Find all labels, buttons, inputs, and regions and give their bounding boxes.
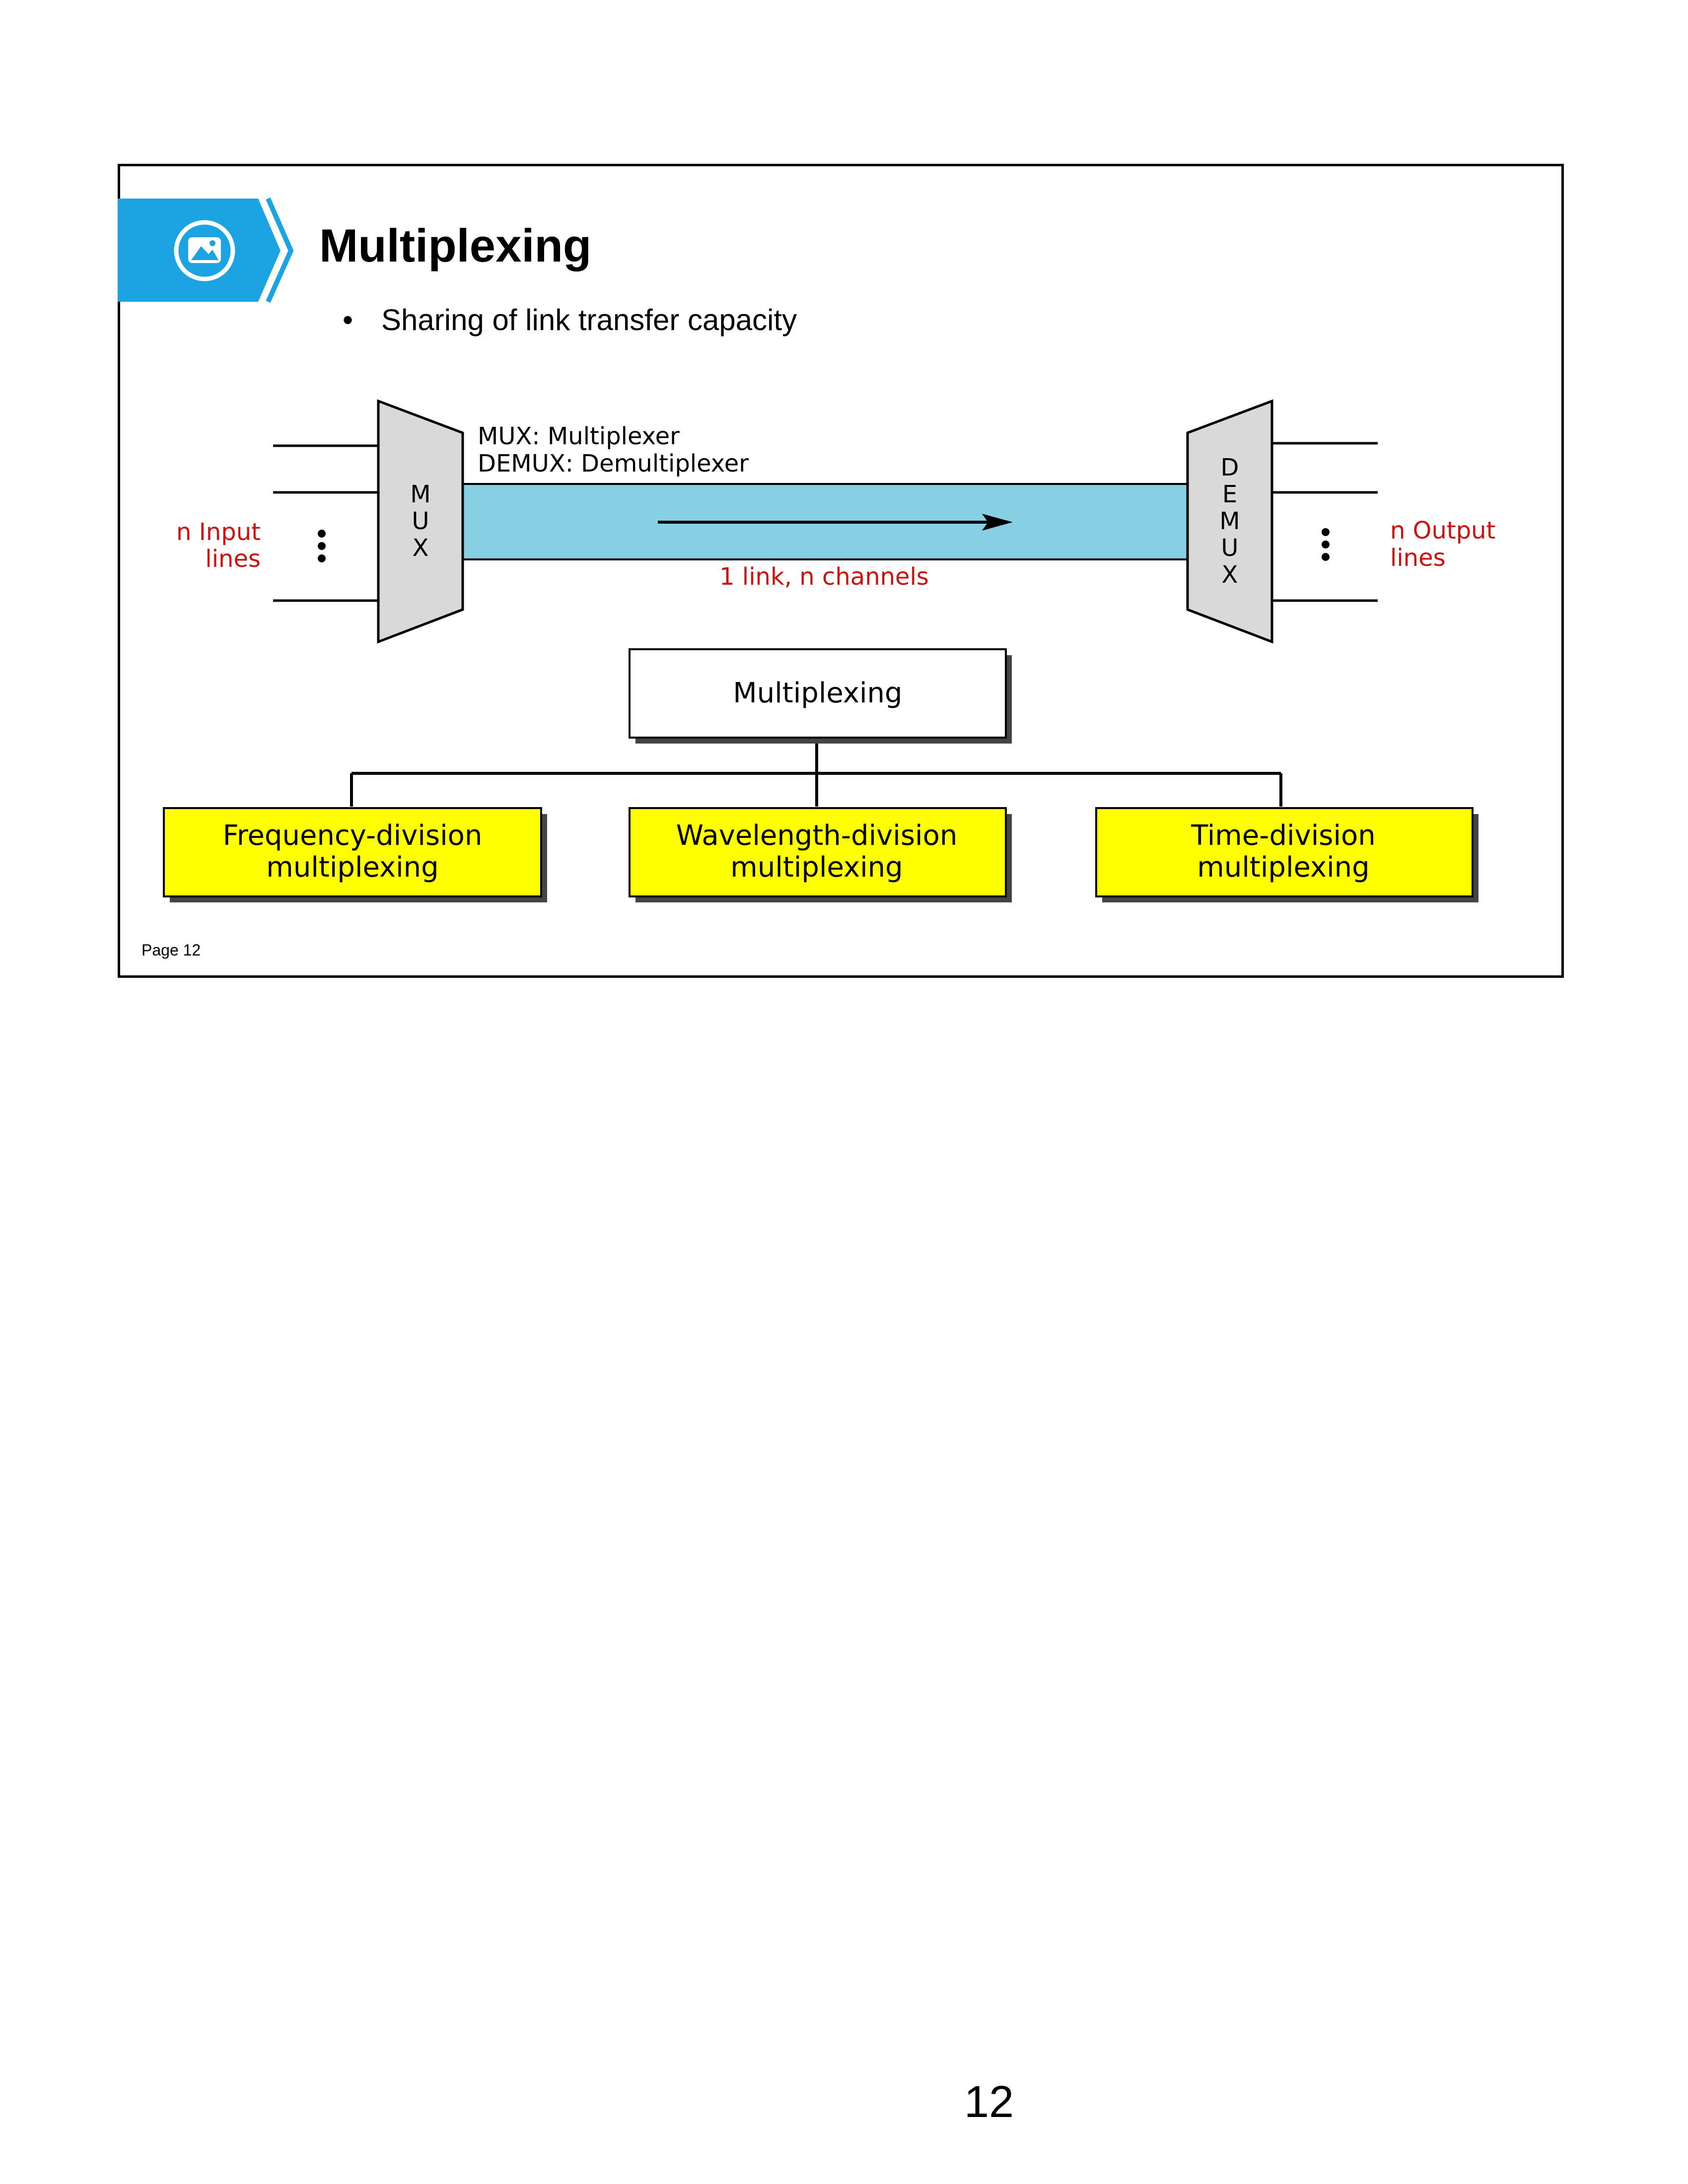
demux-letter: M [1219,507,1240,535]
demux-letters: DEMUX [1219,454,1240,589]
badge-outline-chevron [266,197,294,303]
bullet-dot: • [343,303,353,337]
mux-letter: M [410,480,430,508]
leaf-node-frequency: Frequency-division multiplexing [163,807,547,902]
mux-block [377,399,464,644]
slide-title: Multiplexing [319,219,592,272]
legend-mux: MUX: Multiplexer [478,422,680,450]
output-ellipsis [1322,528,1330,561]
bullet-item: • Sharing of link transfer capacity [343,305,797,335]
mux-letter: U [412,507,429,535]
image-icon [174,220,235,281]
root-node: Multiplexing [629,648,1012,744]
demux-block [1186,399,1273,644]
leaf-label-line2: multiplexing [1197,851,1369,884]
demux-letter: U [1221,534,1238,562]
input-label-line2: lines [205,545,261,573]
leaf-node-time: Time-division multiplexing [1095,807,1478,902]
document-page-number: 12 [964,2077,1014,2127]
demux-letter: E [1222,480,1237,508]
demux-letter: X [1222,561,1238,589]
demux-letter: D [1221,454,1239,481]
mux-letters: MUX [410,480,430,562]
leaf-label-line1: Frequency-division [223,819,483,852]
leaf-label-line1: Time-division [1191,819,1376,852]
link-label: 1 link, n channels [719,563,929,591]
legend-demux: DEMUX: Demultiplexer [478,450,749,478]
output-label-line1: n Output [1390,517,1495,545]
bullet-text: Sharing of link transfer capacity [381,303,797,337]
leaf-node-wavelength: Wavelength-division multiplexing [629,807,1012,902]
input-lines [273,444,378,602]
leaf-label-line2: multiplexing [266,851,438,884]
tree-connectors [350,739,1282,807]
leaf-label-line1: Wavelength-division [676,819,958,852]
mux-letter: X [413,534,429,562]
output-lines [1272,442,1378,602]
input-label-line1: n Input [176,518,261,546]
link-arrowhead [982,514,1013,531]
slide-page-label: Page 12 [141,941,201,959]
root-node-label: Multiplexing [733,677,902,709]
output-label-line2: lines [1390,544,1446,572]
input-ellipsis [318,530,326,562]
leaf-label-line2: multiplexing [730,851,903,884]
